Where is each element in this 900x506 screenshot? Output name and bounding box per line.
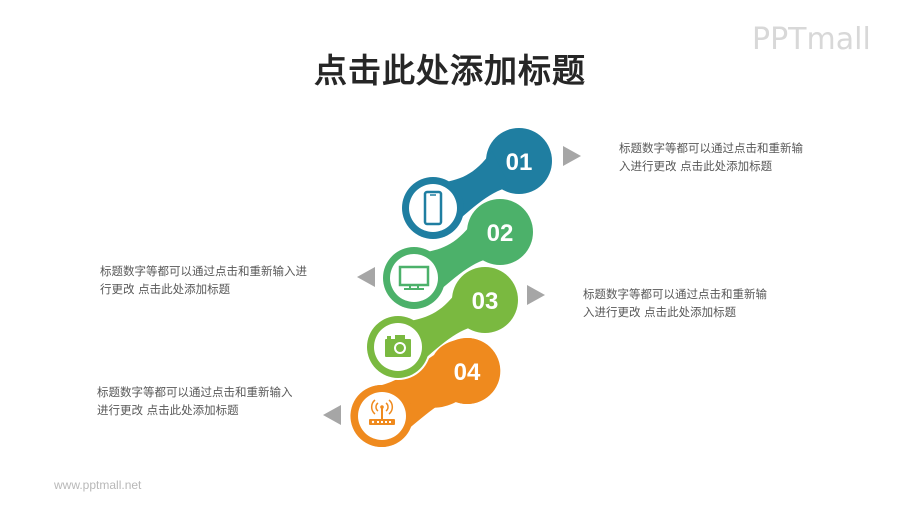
monitor-icon — [398, 265, 430, 290]
step-01-text-line1: 标题数字等都可以通过点击和重新输 — [619, 141, 803, 155]
step-02-text-line2: 行更改 点击此处添加标题 — [100, 282, 231, 296]
phone-icon — [423, 190, 443, 226]
step-02-description: 标题数字等都可以通过点击和重新输入进 行更改 点击此处添加标题 — [100, 262, 307, 298]
step-01-description: 标题数字等都可以通过点击和重新输 入进行更改 点击此处添加标题 — [619, 139, 803, 175]
step-01-text-line2: 入进行更改 点击此处添加标题 — [619, 159, 773, 173]
pptmall-logo: PPTmall — [752, 22, 871, 57]
page-title: 点击此处添加标题 — [314, 51, 586, 90]
footer-url: www.pptmall.net — [54, 478, 142, 492]
step-03-text-line1: 标题数字等都可以通过点击和重新输 — [583, 287, 767, 301]
step-03-description: 标题数字等都可以通过点击和重新输 入进行更改 点击此处添加标题 — [583, 285, 767, 321]
svg-text:01: 01 — [506, 149, 533, 176]
router-icon — [369, 399, 395, 425]
step-03-text-line2: 入进行更改 点击此处添加标题 — [583, 305, 737, 319]
step-01-shape: 01 — [400, 126, 554, 241]
step-04-description: 标题数字等都可以通过点击和重新输入 进行更改 点击此处添加标题 — [97, 383, 293, 419]
step-02-shape: 02 — [381, 197, 535, 311]
svg-text:04: 04 — [454, 359, 481, 386]
step-02-text-line1: 标题数字等都可以通过点击和重新输入进 — [100, 264, 307, 278]
svg-text:03: 03 — [472, 288, 499, 315]
arrow-right-01 — [563, 146, 581, 166]
arrow-right-03 — [527, 285, 545, 305]
step-04-text-line1: 标题数字等都可以通过点击和重新输入 — [97, 385, 293, 399]
camera-icon — [385, 335, 411, 357]
step-03-shape: 03 — [365, 265, 520, 380]
arrow-left-04 — [323, 405, 341, 425]
step-04-text-line2: 进行更改 点击此处添加标题 — [97, 403, 239, 417]
svg-text:02: 02 — [487, 220, 514, 247]
arrow-left-02 — [357, 267, 375, 287]
